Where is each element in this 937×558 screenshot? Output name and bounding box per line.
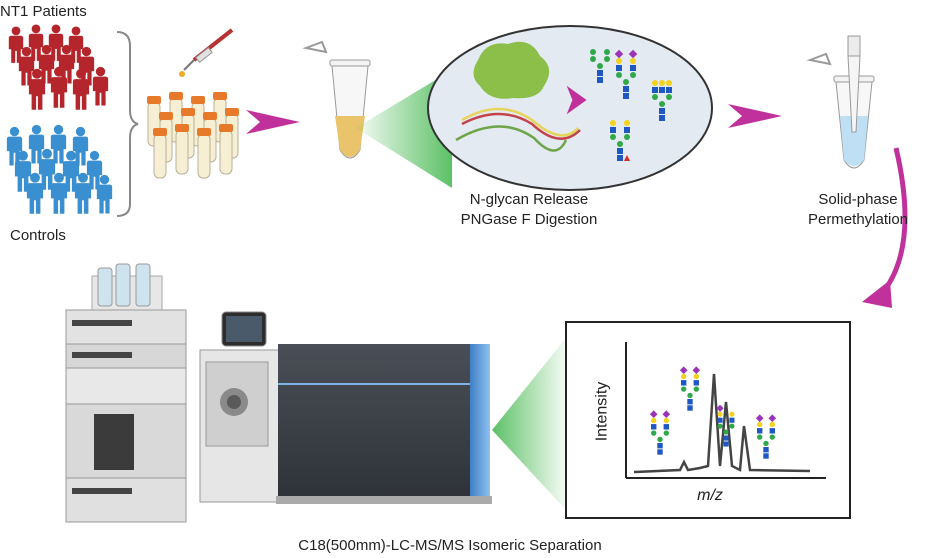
released-glycans [590, 49, 672, 161]
pipette-icon [179, 28, 234, 77]
group-brace [116, 31, 139, 217]
patients-label: NT1 Patients [0, 3, 87, 20]
sample-tubes-icon [147, 92, 239, 179]
spe-tip-icon [806, 35, 875, 169]
release-label-line1: N-glycan Release [469, 191, 589, 208]
mass-spectrometer-icon [199, 311, 492, 504]
chevron-icon [566, 85, 587, 115]
hplc-stack-icon [65, 263, 187, 523]
spectrum-glycans [649, 366, 777, 459]
spectrum-panel [565, 321, 851, 519]
controls-group-icon [6, 124, 113, 214]
glycopeptide-strands [455, 107, 581, 152]
zoom-cone-2 [492, 338, 566, 510]
arrow-1-icon [246, 110, 300, 134]
glycoprotein-icon [473, 41, 550, 99]
perm-label-line1: Solid-phase [818, 191, 898, 208]
curved-arrowhead [862, 280, 892, 308]
lcms-label: C18(500mm)-LC-MS/MS Isomeric Separation [298, 537, 602, 554]
spectrum-xlabel: m/z [697, 487, 723, 504]
patients-group-icon [8, 24, 109, 110]
spectrum-ylabel: Intensity [593, 381, 611, 442]
arrow-2-icon [728, 104, 782, 128]
microtube-icon [302, 40, 371, 159]
spectrum-trace [633, 373, 811, 474]
controls-label: Controls [10, 227, 66, 244]
perm-label-line2: Permethylation [807, 211, 909, 228]
release-label-line2: PNGase F Digestion [460, 211, 598, 228]
